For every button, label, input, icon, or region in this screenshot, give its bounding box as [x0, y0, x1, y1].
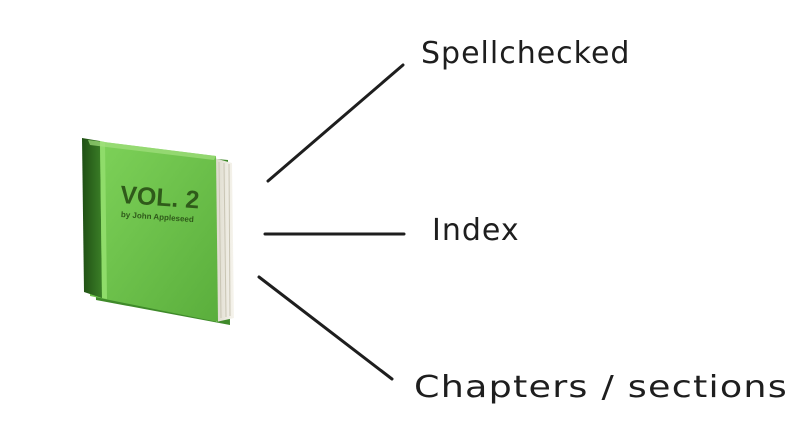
- connector-line-chapters: [257, 275, 394, 381]
- branch-label-spellchecked: Spellchecked: [421, 36, 630, 71]
- branch-label-index: Index: [432, 213, 520, 248]
- book-title: VOL. 2: [119, 181, 200, 214]
- green-book-icon: VOL. 2 by John Appleseed: [82, 138, 234, 325]
- connector-line-spellchecked: [266, 63, 405, 183]
- branch-label-chapters: Chapters / sections: [414, 370, 788, 405]
